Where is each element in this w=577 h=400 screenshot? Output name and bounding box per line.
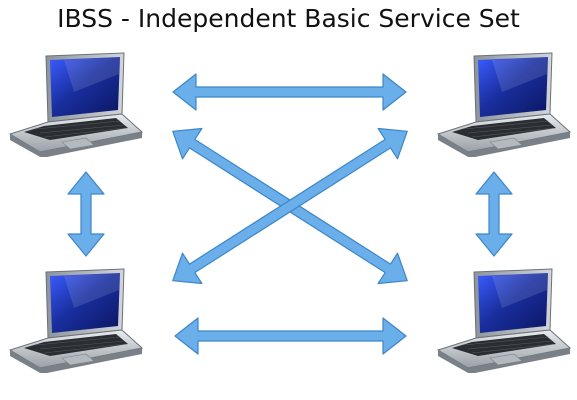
laptop-top-left-icon xyxy=(9,52,143,157)
arrow-top-left-to-top-right xyxy=(172,73,407,111)
arrow-top-right-to-bottom-left xyxy=(172,127,408,285)
arrow-top-left-to-bottom-left xyxy=(67,171,105,257)
arrow-top-right-to-bottom-right xyxy=(475,171,513,257)
laptop-top-right-icon xyxy=(437,52,571,157)
diagram-title: IBSS - Independent Basic Service Set xyxy=(57,4,520,33)
laptop-bottom-right-icon xyxy=(437,268,571,373)
arrow-bottom-left-to-bottom-right xyxy=(174,317,407,355)
laptop-bottom-left-icon xyxy=(9,268,143,373)
